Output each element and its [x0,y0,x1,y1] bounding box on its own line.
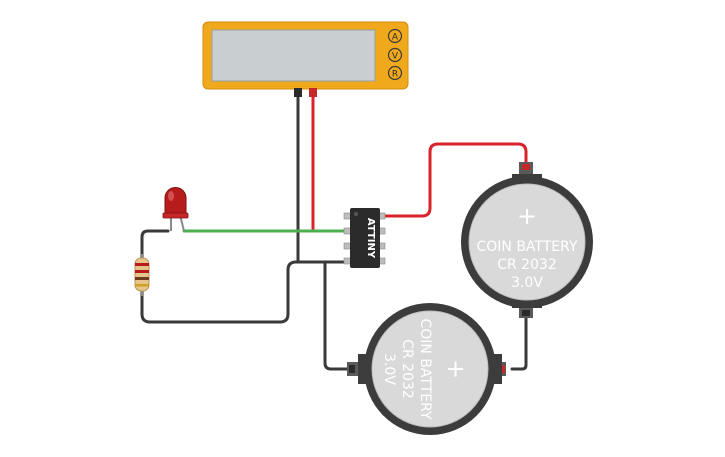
multimeter-button-a-label: A [392,33,399,43]
attiny-chip-label: ATTINY [365,218,376,259]
multimeter-button-r-label: R [392,70,398,80]
multimeter-black-jack[interactable] [294,88,302,97]
multimeter-button-r[interactable]: R [387,65,403,81]
coin-battery-1[interactable]: + COIN BATTERY CR 2032 3.0V [461,162,593,318]
battery-2-voltage: 3.0V [381,353,397,385]
battery-1-plus: + [517,202,537,230]
multimeter-display [211,29,376,82]
multimeter-button-a[interactable]: A [387,28,403,44]
wire-black-series[interactable] [510,316,528,371]
multimeter-red-jack[interactable] [309,88,317,97]
coin-battery-2[interactable]: + COIN BATTERY CR 2032 3.0V [347,303,506,435]
battery-2-type: COIN BATTERY [417,318,433,419]
battery-1-model: CR 2032 [497,257,557,273]
resistor[interactable] [134,254,150,296]
battery-2-plus: + [442,359,470,379]
wire-black-meter[interactable] [296,94,352,264]
wire-black-resistor[interactable] [140,260,352,324]
wire-red-meter[interactable] [311,94,352,233]
wire-red-battery[interactable] [383,142,528,218]
battery-1-type: COIN BATTERY [476,239,577,255]
attiny-chip[interactable]: ATTINY [343,208,386,268]
multimeter[interactable]: A V R [202,21,409,97]
multimeter-button-v[interactable]: V [387,47,403,63]
battery-1-voltage: 3.0V [511,275,543,291]
multimeter-button-v-label: V [392,52,399,62]
wire-black-battery2[interactable] [323,260,354,371]
wire-black-led-resistor[interactable] [140,229,170,260]
battery-2-model: CR 2032 [399,339,415,399]
led[interactable] [162,187,189,232]
